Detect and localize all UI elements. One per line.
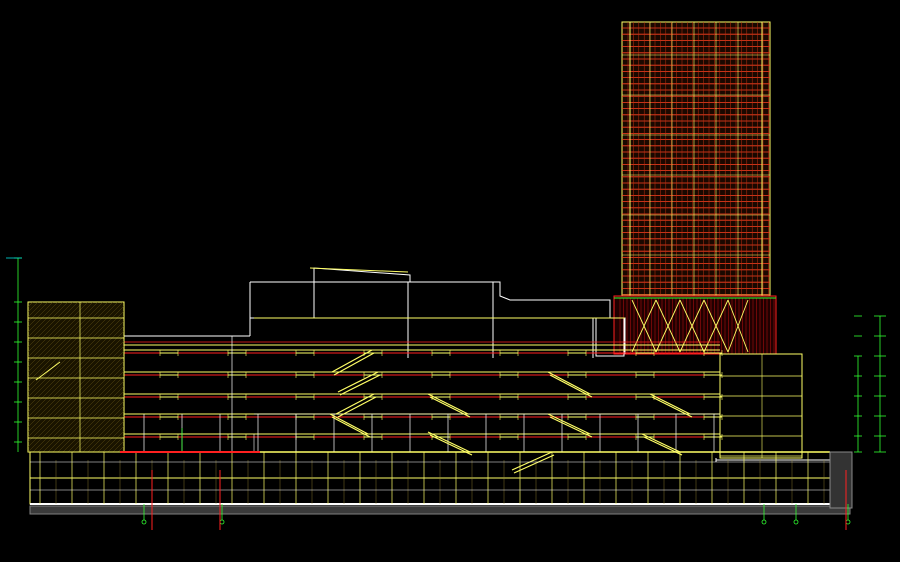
- basement-levels: [29, 451, 853, 515]
- left-elevation-dimensions: [6, 257, 22, 452]
- basement-column-grid: [30, 452, 830, 504]
- escalators: [329, 349, 693, 474]
- right-elevation-dimensions: [854, 315, 886, 453]
- axis-markers: [141, 470, 851, 530]
- right-annex-block: [715, 354, 830, 462]
- high-rise-tower: [613, 21, 777, 355]
- podium-building: [27, 267, 830, 474]
- floor-slabs: [124, 341, 830, 453]
- tower-facade-grid: [622, 22, 770, 296]
- left-hatched-block: [28, 302, 124, 452]
